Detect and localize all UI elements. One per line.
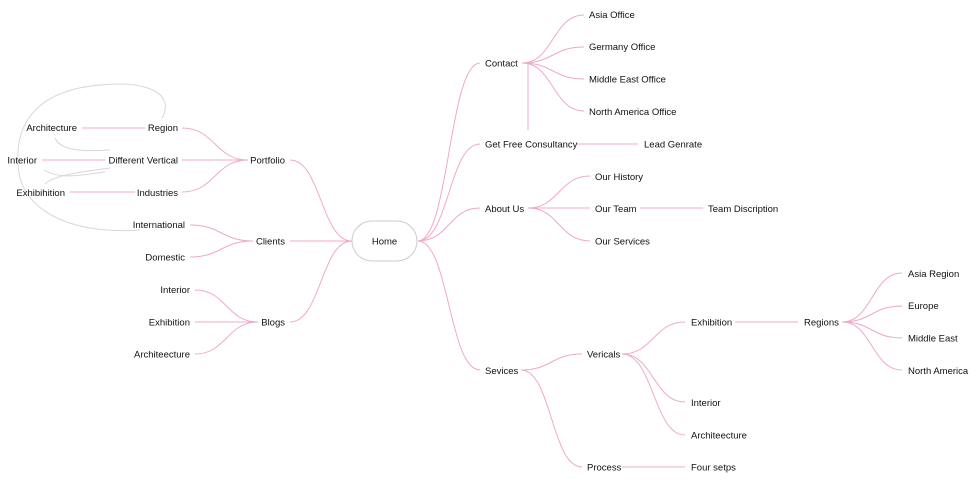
edge-verticals-interior — [621, 353, 686, 403]
edge-about-services — [527, 207, 591, 242]
root-node[interactable]: Home — [372, 237, 397, 248]
node-blogs[interactable]: Blogs — [261, 318, 285, 329]
loop-interior-industries — [43, 169, 106, 177]
node-sevices[interactable]: Sevices — [485, 366, 519, 377]
node-north-america-office[interactable]: North America Office — [589, 107, 676, 118]
node-architecture-floating[interactable]: Architecture — [26, 123, 77, 134]
node-germany-office[interactable]: Germany Office — [589, 42, 655, 53]
edge-verticals-architecture — [621, 353, 686, 436]
edge-home-services — [417, 240, 481, 371]
node-lead-genrate[interactable]: Lead Genrate — [644, 140, 702, 151]
node-europe[interactable]: Europe — [908, 301, 939, 312]
edge-regions-asia — [841, 272, 903, 323]
node-asia-region[interactable]: Asia Region — [908, 269, 959, 280]
mind-map-loops — [17, 83, 166, 232]
edge-clients-international — [189, 224, 254, 242]
node-team-discription[interactable]: Team Discription — [708, 204, 778, 215]
edge-about-history — [527, 175, 591, 209]
node-different-vertical[interactable]: Different Vertical — [108, 156, 178, 167]
edge-portfolio-industries — [181, 159, 249, 193]
edge-contact-germany — [521, 46, 585, 64]
edge-home-about — [417, 207, 481, 242]
edge-portfolio-region — [181, 127, 249, 161]
mind-map-edges — [42, 14, 903, 468]
node-clients[interactable]: Clients — [256, 237, 285, 248]
root-node-box[interactable] — [351, 220, 418, 262]
node-architeecture-vertical[interactable]: Architeecture — [691, 431, 747, 442]
edge-regions-europe — [841, 305, 903, 323]
node-portfolio[interactable]: Portfolio — [250, 156, 285, 167]
node-our-services[interactable]: Our Services — [595, 237, 650, 248]
edge-regions-north-america — [841, 321, 903, 371]
node-middle-east-office[interactable]: Middle East Office — [589, 75, 666, 86]
edge-home-consultancy — [417, 143, 481, 242]
node-exhibition-vertical[interactable]: Exhibition — [691, 318, 732, 329]
node-exhibition-blog[interactable]: Exhibition — [149, 318, 190, 329]
edge-clients-domestic — [189, 240, 254, 258]
loop-architecture-vertical — [54, 137, 111, 152]
node-middle-east[interactable]: Middle East — [908, 334, 958, 345]
edge-home-blogs — [289, 240, 353, 323]
node-interior-vertical[interactable]: Interior — [691, 398, 721, 409]
edge-contact-middle-east — [521, 62, 585, 80]
node-exhibihition-floating[interactable]: Exhibihition — [16, 188, 65, 199]
edge-contact-asia — [521, 14, 585, 64]
edge-blogs-architecture — [194, 321, 259, 355]
node-interior-floating[interactable]: Interior — [7, 156, 37, 167]
edge-home-contact — [417, 62, 481, 242]
node-industries[interactable]: Industries — [137, 188, 178, 199]
node-asia-office[interactable]: Asia Office — [589, 10, 635, 21]
edge-services-process — [520, 369, 583, 468]
edge-verticals-exhibition — [621, 321, 686, 355]
node-regions[interactable]: Regions — [804, 318, 839, 329]
loop-outer — [17, 83, 166, 232]
node-about-us[interactable]: About Us — [485, 204, 524, 215]
edge-blogs-interior — [194, 289, 259, 323]
node-our-team[interactable]: Our Team — [595, 204, 637, 215]
edge-regions-middle-east — [841, 321, 903, 339]
node-international[interactable]: International — [133, 220, 185, 231]
node-north-america[interactable]: North America — [908, 366, 969, 377]
node-our-history[interactable]: Our History — [595, 172, 643, 183]
node-contact[interactable]: Contact — [485, 59, 518, 70]
edge-services-verticals — [520, 353, 583, 371]
node-architeecture-blog[interactable]: Architeecture — [134, 350, 190, 361]
node-four-setps[interactable]: Four setps — [691, 463, 736, 474]
node-process[interactable]: Process — [587, 463, 622, 474]
node-interior-blog[interactable]: Interior — [160, 285, 190, 296]
node-vericals[interactable]: Vericals — [587, 350, 621, 361]
node-region[interactable]: Region — [148, 123, 178, 134]
node-domestic[interactable]: Domestic — [145, 253, 185, 264]
edge-contact-north-america — [521, 62, 585, 112]
loop-exhibihition-vertical — [44, 167, 111, 185]
edge-home-portfolio — [289, 159, 353, 242]
node-get-free-consultancy[interactable]: Get Free Consultancy — [485, 140, 578, 151]
